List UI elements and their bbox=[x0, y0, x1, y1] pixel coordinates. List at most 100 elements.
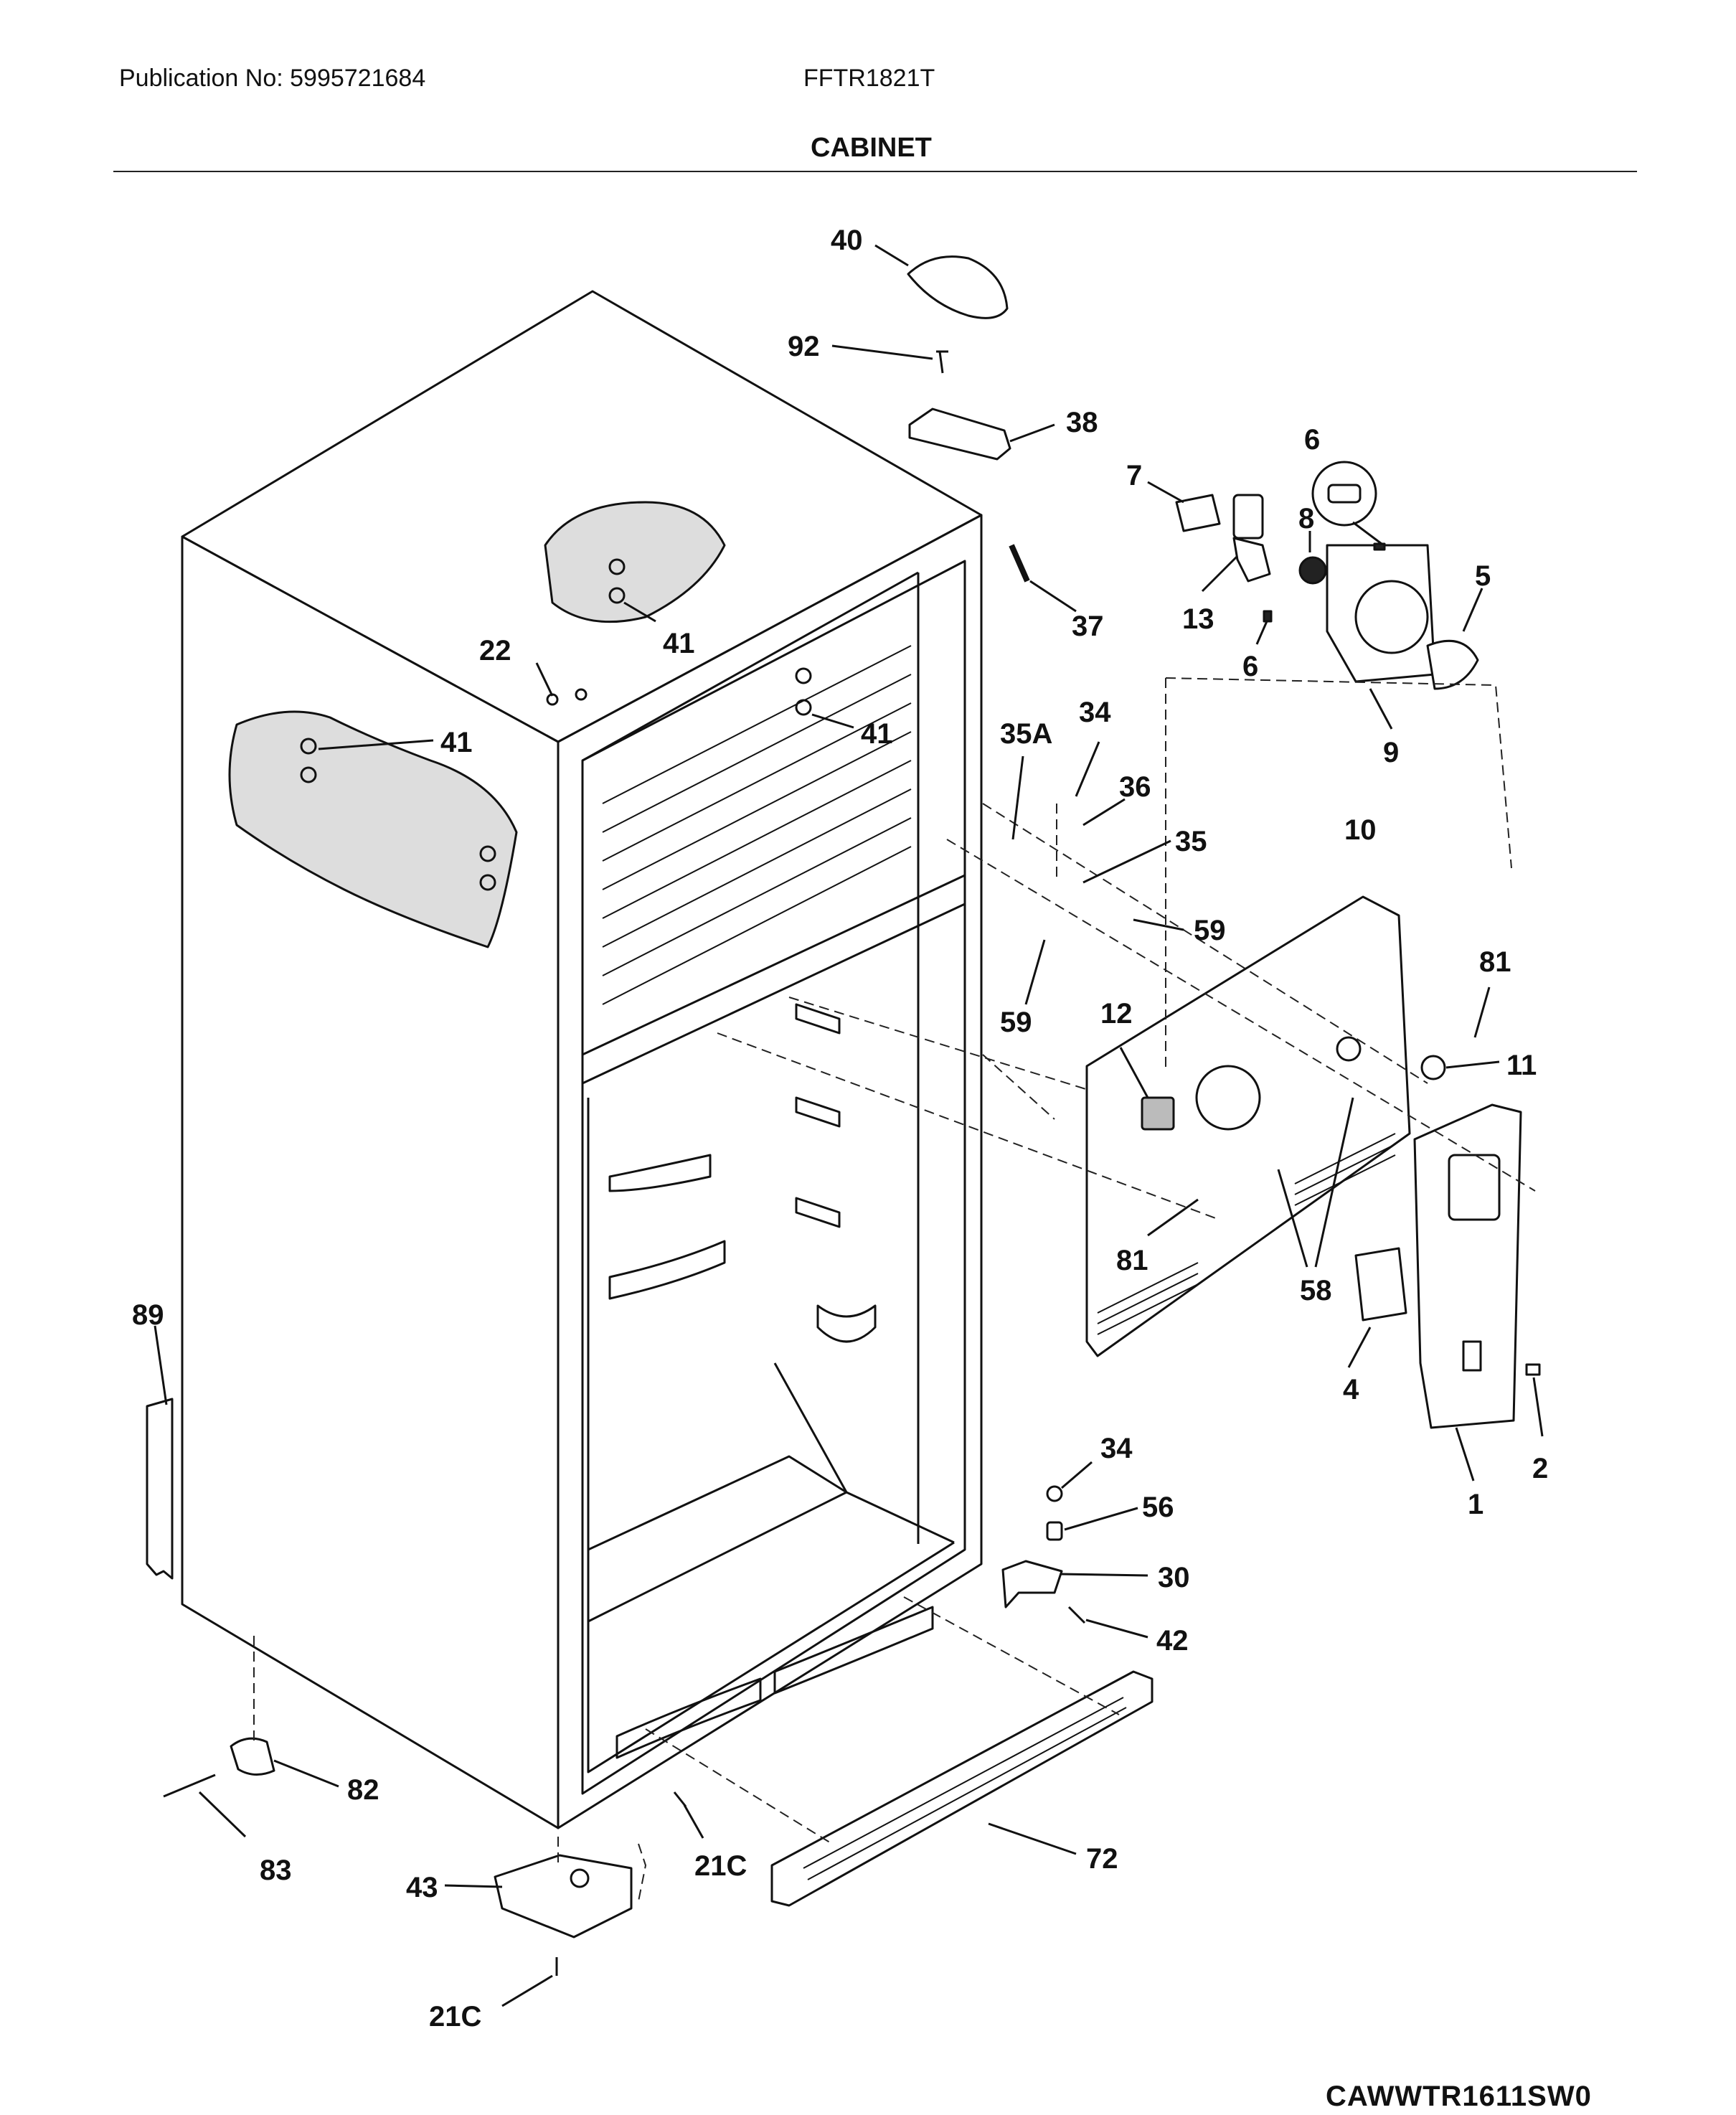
callout-9: 9 bbox=[1383, 737, 1399, 768]
callout-12: 12 bbox=[1100, 998, 1133, 1030]
callout-82: 82 bbox=[347, 1774, 379, 1806]
leader-21c-b bbox=[501, 1974, 553, 2007]
leader-35 bbox=[1082, 839, 1171, 884]
dispenser-cover-1 bbox=[1413, 1103, 1522, 1429]
callout-35: 35 bbox=[1175, 826, 1207, 857]
leader-59b bbox=[1024, 939, 1046, 1005]
callout-58: 58 bbox=[1300, 1275, 1332, 1306]
leader-36 bbox=[1082, 798, 1126, 826]
callout-81-top: 81 bbox=[1479, 946, 1511, 978]
leader-6a bbox=[1352, 521, 1382, 545]
model-number: FFTR1821T bbox=[803, 65, 935, 92]
leader-2 bbox=[1532, 1377, 1544, 1437]
filter-4 bbox=[1354, 1247, 1407, 1322]
leader-34b bbox=[1061, 1461, 1093, 1489]
callout-11: 11 bbox=[1506, 1050, 1537, 1081]
callout-2: 2 bbox=[1532, 1453, 1548, 1484]
leader-35a bbox=[1011, 755, 1024, 840]
callout-7: 7 bbox=[1126, 460, 1142, 491]
leader-4 bbox=[1347, 1327, 1372, 1368]
callout-13: 13 bbox=[1182, 603, 1214, 635]
leader-40 bbox=[874, 244, 909, 267]
callout-21c-right: 21C bbox=[694, 1850, 747, 1882]
callout-35a: 35A bbox=[1000, 718, 1052, 750]
callout-38: 38 bbox=[1066, 407, 1098, 438]
callout-81-bottom: 81 bbox=[1116, 1245, 1148, 1276]
leader-30 bbox=[1060, 1573, 1148, 1577]
leader-82 bbox=[273, 1759, 339, 1788]
callout-43: 43 bbox=[406, 1872, 438, 1903]
callout-42: 42 bbox=[1156, 1625, 1189, 1657]
callout-8: 8 bbox=[1298, 503, 1314, 534]
leader-41b bbox=[318, 739, 434, 750]
washer-34b bbox=[1046, 1485, 1063, 1502]
leader-83 bbox=[198, 1791, 247, 1838]
callout-6-top: 6 bbox=[1304, 424, 1320, 456]
callout-41-top: 41 bbox=[663, 628, 695, 659]
callout-21c-bottom: 21C bbox=[429, 2001, 481, 2032]
clip-2 bbox=[1525, 1363, 1541, 1376]
callout-56: 56 bbox=[1142, 1492, 1174, 1523]
screw-42 bbox=[1067, 1606, 1086, 1624]
leader-37 bbox=[1029, 580, 1077, 613]
bracket-43 bbox=[494, 1854, 633, 1939]
callout-5: 5 bbox=[1475, 560, 1491, 592]
callout-1: 1 bbox=[1468, 1489, 1483, 1520]
callout-59-right: 59 bbox=[1194, 915, 1226, 946]
leader-7 bbox=[1147, 481, 1184, 504]
diagram-code: CAWWTR1611SW0 bbox=[1326, 2081, 1592, 2112]
callout-89: 89 bbox=[132, 1299, 164, 1331]
leader-22 bbox=[535, 662, 554, 697]
leader-59a bbox=[1133, 918, 1184, 931]
leader-38 bbox=[1009, 423, 1055, 443]
callout-92: 92 bbox=[788, 331, 820, 362]
pin-83 bbox=[163, 1774, 216, 1798]
rear-panel-10 bbox=[1085, 895, 1411, 1357]
cabinet-shell bbox=[181, 290, 983, 1829]
cap-11 bbox=[1420, 1055, 1446, 1080]
fan-assembly bbox=[1175, 461, 1479, 690]
top-hinge-38 bbox=[908, 408, 1011, 461]
leader-5 bbox=[1462, 588, 1483, 632]
roller-82 bbox=[230, 1737, 275, 1776]
leader-89 bbox=[154, 1325, 168, 1405]
callout-36: 36 bbox=[1119, 771, 1151, 803]
callout-30: 30 bbox=[1158, 1562, 1190, 1593]
module-12 bbox=[1141, 1096, 1175, 1131]
leader-42 bbox=[1085, 1619, 1148, 1639]
callout-34-bottom: 34 bbox=[1100, 1433, 1133, 1464]
leader-58 bbox=[1277, 1097, 1354, 1268]
callout-4: 4 bbox=[1343, 1374, 1359, 1405]
callout-37: 37 bbox=[1072, 611, 1104, 642]
leader-12 bbox=[1119, 1047, 1149, 1098]
section-title: CABINET bbox=[811, 133, 932, 163]
callout-40: 40 bbox=[831, 225, 863, 256]
callout-41-right: 41 bbox=[861, 718, 893, 750]
leader-41a bbox=[623, 601, 656, 623]
callout-34-top: 34 bbox=[1079, 697, 1111, 728]
hinge-pin-37 bbox=[1009, 544, 1030, 583]
bushing-56 bbox=[1046, 1521, 1063, 1541]
leader-81a bbox=[1473, 986, 1491, 1038]
leader-13 bbox=[1201, 555, 1238, 593]
leader-21c-a bbox=[683, 1804, 704, 1839]
header-rule bbox=[113, 171, 1637, 172]
leader-92 bbox=[831, 344, 933, 360]
callout-59-left: 59 bbox=[1000, 1007, 1032, 1038]
leader-56 bbox=[1064, 1507, 1138, 1531]
leader-81b bbox=[1147, 1198, 1199, 1237]
bottom-hinge-30 bbox=[1001, 1560, 1063, 1608]
leader-43 bbox=[444, 1884, 503, 1888]
callout-22: 22 bbox=[479, 635, 511, 666]
callout-83: 83 bbox=[260, 1855, 292, 1886]
hinge-screw-92 bbox=[936, 350, 948, 374]
leader-72 bbox=[988, 1822, 1077, 1855]
leader-6b bbox=[1255, 621, 1268, 645]
leader-9 bbox=[1369, 688, 1393, 730]
publication-number: Publication No: 5995721684 bbox=[119, 65, 426, 92]
leader-11 bbox=[1445, 1060, 1500, 1069]
hinge-cover-40 bbox=[907, 255, 1009, 319]
leader-34a bbox=[1075, 741, 1100, 797]
screw-21c-top bbox=[673, 1791, 687, 1807]
